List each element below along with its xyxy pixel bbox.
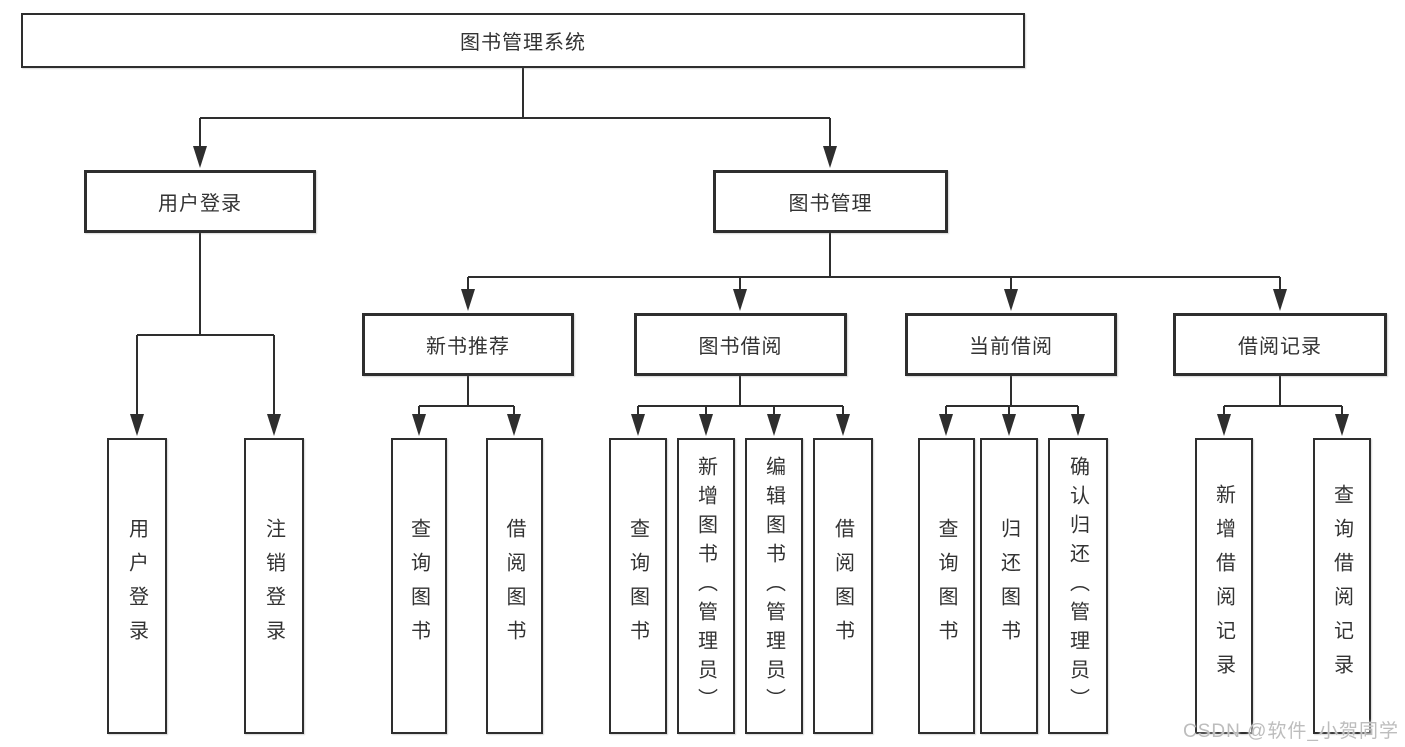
leaf-query-books-borrowing: 查询图书 [609,438,667,734]
leaf-query-borrow-record: 查询借阅记录 [1313,438,1371,734]
leaf-user-login: 用户登录 [107,438,167,734]
leaf-query-books-current: 查询图书 [918,438,975,734]
leaf-return-book: 归还图书 [980,438,1038,734]
leaf-logout: 注销登录 [244,438,304,734]
arrowheads [130,146,1349,436]
node-user-login: 用户登录 [84,170,316,233]
csdn-watermark: CSDN @软件_小贺同学 [1183,721,1399,742]
node-book-borrowing: 图书借阅 [634,313,847,376]
node-current-borrowing: 当前借阅 [905,313,1117,376]
leaf-add-book-admin: 新增图书（管理员） [677,438,735,734]
node-borrowing-records: 借阅记录 [1173,313,1387,376]
node-new-book-recommendation: 新书推荐 [362,313,574,376]
node-library-management-system: 图书管理系统 [21,13,1025,68]
leaf-add-borrow-record: 新增借阅记录 [1195,438,1253,734]
leaf-borrow-books-borrowing: 借阅图书 [813,438,873,734]
node-book-management: 图书管理 [713,170,948,233]
leaf-query-books-recommend: 查询图书 [391,438,447,734]
leaf-borrow-books-recommend: 借阅图书 [486,438,543,734]
leaf-edit-book-admin: 编辑图书（管理员） [745,438,803,734]
leaf-confirm-return-admin: 确认归还（管理员） [1048,438,1108,734]
connector-lines [136,68,1343,416]
